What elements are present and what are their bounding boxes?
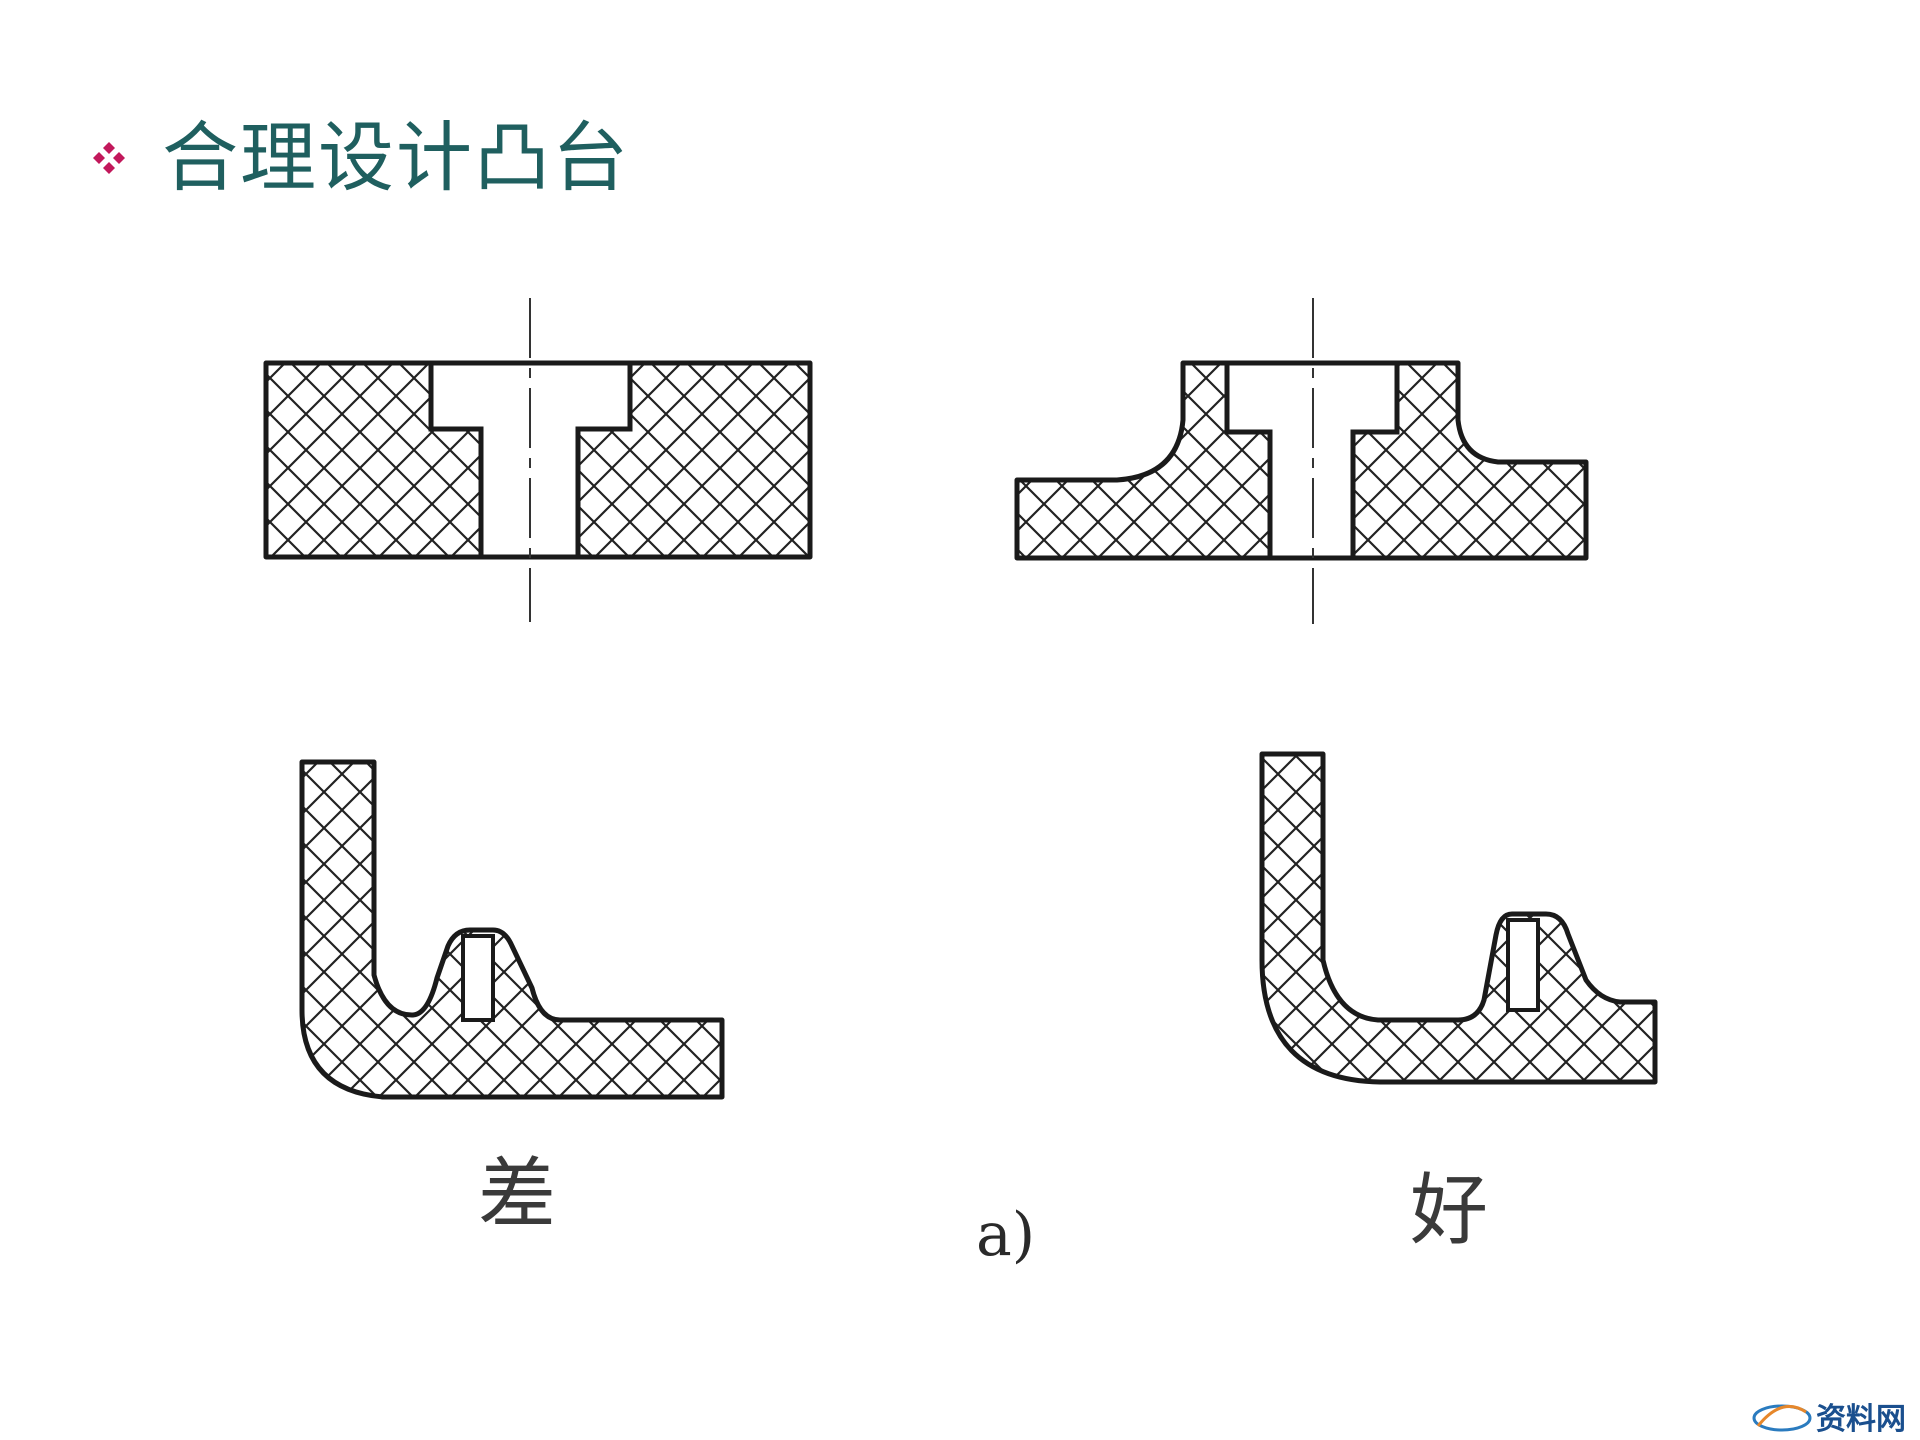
watermark-brand: 资料网 (1816, 1402, 1906, 1437)
xs-logo-icon (1752, 1404, 1812, 1432)
slide-title: 合理设计凸台 (92, 108, 630, 208)
caption-good-design: 好 (1410, 1166, 1489, 1256)
caption-poor-design: 差 (478, 1150, 557, 1240)
subfigure-label: a) (976, 1200, 1036, 1270)
bottom-right-part-good (1259, 751, 1658, 1085)
watermark: 资料网 (1752, 1396, 1906, 1437)
top-left-part-poor (263, 298, 813, 622)
top-right-part-good (1014, 298, 1589, 624)
bottom-left-part-poor (299, 759, 725, 1100)
page-title: 合理设计凸台 (162, 113, 630, 202)
four-diamond-bullet-icon (93, 142, 125, 174)
